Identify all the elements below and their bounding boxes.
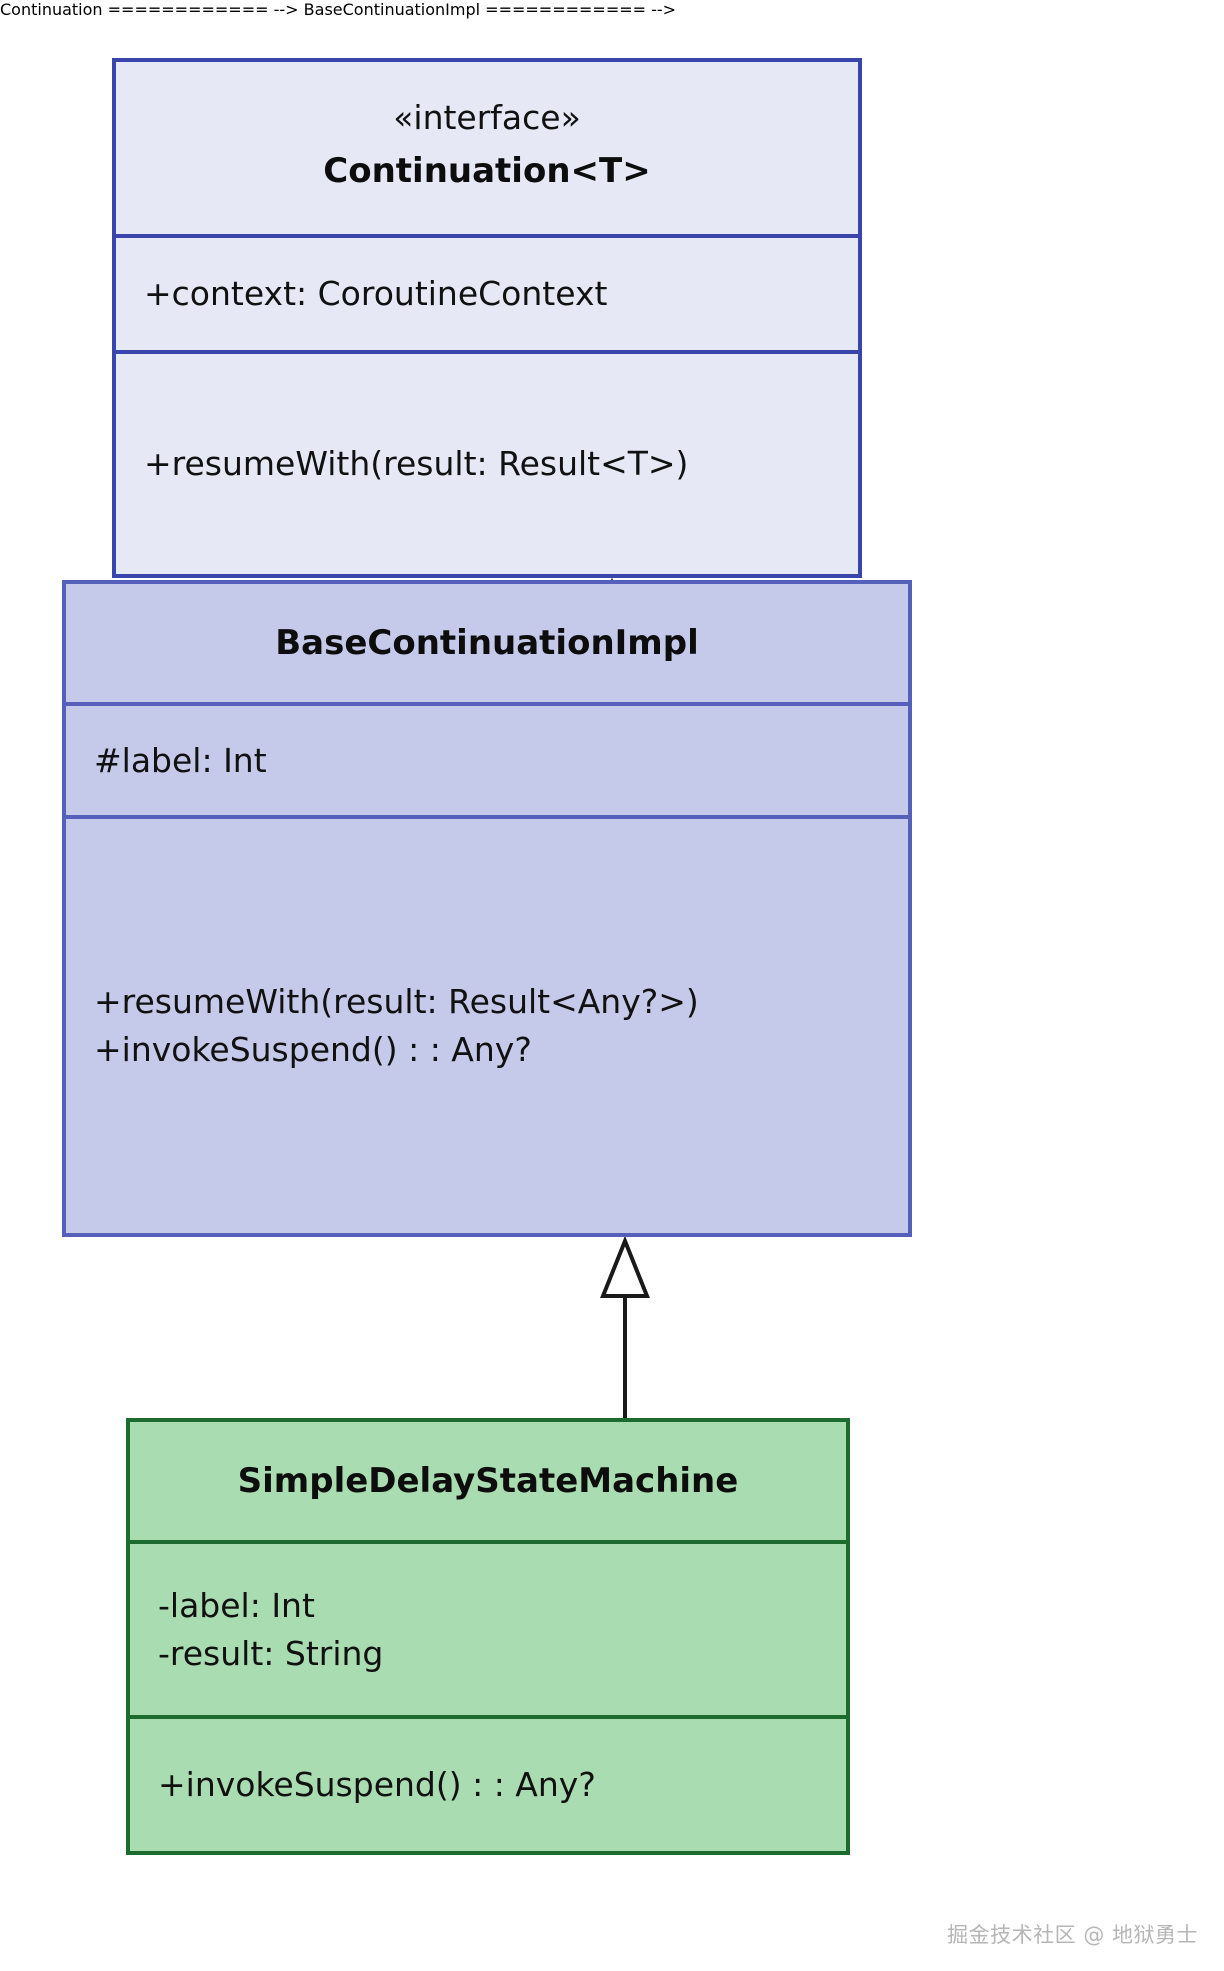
class-name: SimpleDelayStateMachine <box>237 1460 739 1501</box>
class-operations-simple-delay-state-machine: +invokeSuspend() : : Any? <box>130 1715 846 1851</box>
class-attribute: +context: CoroutineContext <box>144 274 608 314</box>
class-header-base-continuation-impl: BaseContinuationImpl <box>66 584 908 702</box>
class-operations-continuation: +resumeWith(result: Result<T>) <box>116 350 858 574</box>
class-attribute: #label: Int <box>94 740 267 780</box>
class-attribute: -label: Int <box>158 1585 315 1625</box>
class-attributes-continuation: +context: CoroutineContext <box>116 234 858 350</box>
class-attributes-base-continuation-impl: #label: Int <box>66 702 908 815</box>
hollow-triangle-arrowhead <box>600 1235 650 1298</box>
class-attributes-simple-delay-state-machine: -label: Int -result: String <box>130 1540 846 1715</box>
class-header-simple-delay-state-machine: SimpleDelayStateMachine <box>130 1422 846 1540</box>
class-name: BaseContinuationImpl <box>275 622 699 663</box>
class-operation: +resumeWith(result: Result<Any?>) <box>94 982 699 1022</box>
class-attribute: -result: String <box>158 1633 384 1673</box>
class-name: Continuation<T> <box>323 150 651 191</box>
watermark-text: 掘金技术社区 @ 地狱勇士 <box>947 1923 1198 1947</box>
class-operation: +invokeSuspend() : : Any? <box>158 1765 596 1805</box>
class-box-simple-delay-state-machine[interactable]: SimpleDelayStateMachine -label: Int -res… <box>126 1418 850 1855</box>
class-box-base-continuation-impl[interactable]: BaseContinuationImpl #label: Int +resume… <box>62 580 912 1237</box>
class-header-continuation: «interface» Continuation<T> <box>116 62 858 234</box>
class-operation: +resumeWith(result: Result<T>) <box>144 444 689 484</box>
generalization-simple-to-base <box>600 1235 650 1421</box>
class-operations-base-continuation-impl: +resumeWith(result: Result<Any?>) +invok… <box>66 815 908 1233</box>
class-box-continuation[interactable]: «interface» Continuation<T> +context: Co… <box>112 58 862 578</box>
class-operation: +invokeSuspend() : : Any? <box>94 1030 532 1069</box>
class-stereotype: «interface» <box>393 98 581 138</box>
